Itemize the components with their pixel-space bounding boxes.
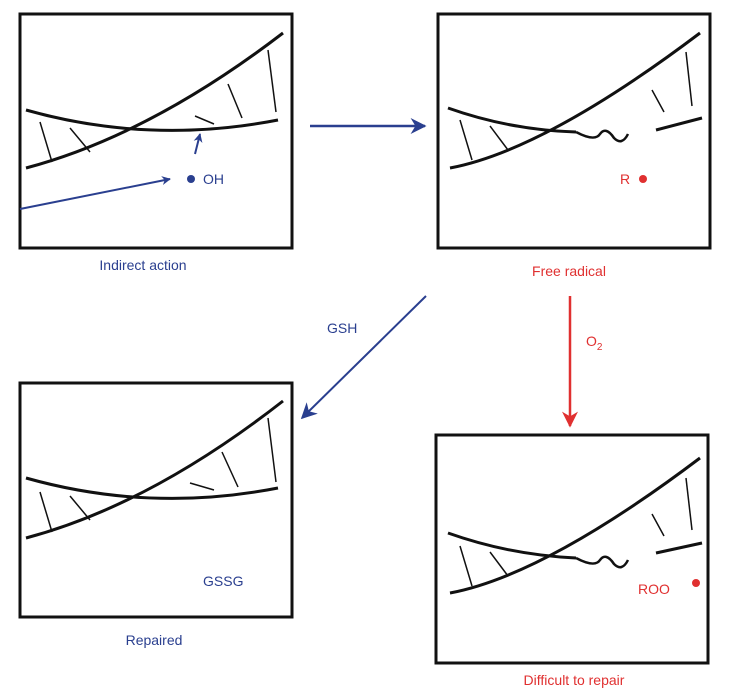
- o2-label: O2: [586, 333, 603, 353]
- panel-difficult-to-repair: ROO: [434, 433, 710, 665]
- broken-strand-end: [655, 541, 703, 555]
- dna-strand: [25, 31, 284, 170]
- caption-free-radical: Free radical: [532, 263, 606, 279]
- peroxyl-radical-dot: [692, 579, 700, 587]
- base-pair-lines: [459, 51, 693, 161]
- dna-strand: [447, 531, 577, 560]
- broken-strand-end: [655, 116, 703, 132]
- panel-free-radical: R: [436, 12, 712, 250]
- dna-strand: [447, 106, 577, 134]
- panel-repaired: GSSG: [18, 381, 294, 619]
- roo-label: ROO: [638, 581, 670, 597]
- dna-strand: [449, 31, 701, 170]
- caption-difficult-to-repair: Difficult to repair: [524, 672, 625, 688]
- oh-label: OH: [203, 171, 224, 187]
- panel-indirect-action: OH: [18, 12, 294, 250]
- panel-frame: [434, 433, 710, 665]
- incoming-radiation-arrow: [19, 176, 171, 210]
- base-pair-lines: [459, 477, 693, 587]
- gssg-label: GSSG: [203, 573, 243, 589]
- arrow-to-repaired: [300, 295, 427, 420]
- hydroxyl-radical-dot: [187, 175, 195, 183]
- dna-strand: [25, 476, 279, 500]
- damaged-strand-squiggle: [575, 555, 630, 569]
- caption-repaired: Repaired: [126, 632, 183, 648]
- dna-strand: [449, 456, 701, 595]
- dna-strand: [25, 399, 284, 540]
- base-pair-lines: [39, 49, 277, 163]
- attack-arrow: [193, 133, 203, 155]
- panel-frame: [18, 12, 294, 250]
- base-pair-lines: [39, 417, 277, 533]
- caption-indirect-action: Indirect action: [99, 257, 186, 273]
- radical-dot: [639, 175, 647, 183]
- damaged-strand-squiggle: [575, 129, 630, 143]
- panel-frame: [436, 12, 712, 250]
- panel-frame: [18, 381, 294, 619]
- r-label: R: [620, 171, 630, 187]
- gsh-label: GSH: [327, 320, 357, 336]
- dna-strand: [25, 108, 279, 132]
